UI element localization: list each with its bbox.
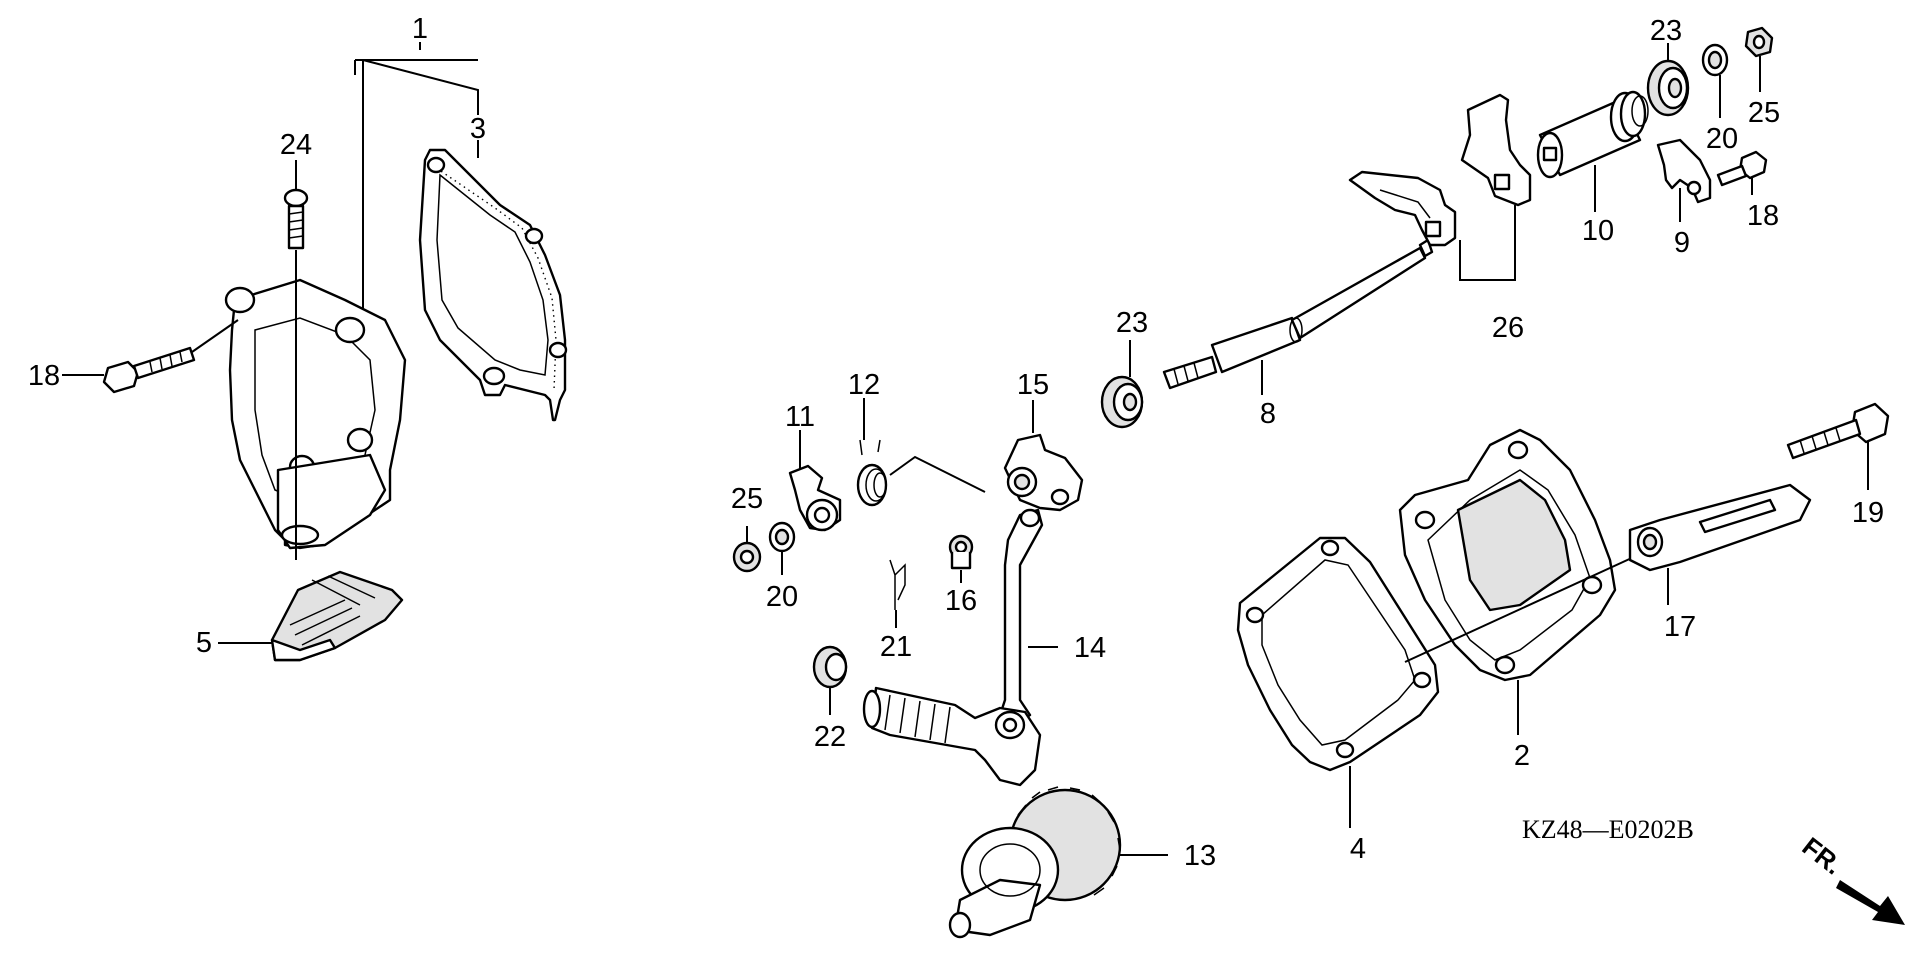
- callout-number: 13: [1184, 840, 1216, 872]
- callout-number: 4: [1350, 833, 1366, 865]
- kick-case-2: [1398, 428, 1617, 682]
- callout-leader: [354, 59, 478, 75]
- callout-number: 9: [1674, 227, 1690, 259]
- callout-number: 8: [1260, 398, 1276, 430]
- callout-number: 5: [196, 627, 212, 659]
- screw-24: [283, 188, 309, 250]
- callout-number: 17: [1664, 611, 1696, 643]
- callout-number: 20: [766, 581, 798, 613]
- callout-number: 18: [1747, 200, 1779, 232]
- callout-number: 23: [1116, 307, 1148, 339]
- spring-12: [856, 439, 888, 507]
- callout-number: 10: [1582, 215, 1614, 247]
- callout-number: 18: [28, 360, 60, 392]
- bolt-19: [1786, 402, 1890, 460]
- bolt-18-right: [1716, 150, 1768, 187]
- callout-number: 22: [814, 721, 846, 753]
- nut-25-center: [732, 541, 762, 573]
- bearing-23-middle: [1100, 375, 1144, 429]
- callout-number: 16: [945, 585, 977, 617]
- kick-arm-14: [998, 508, 1044, 727]
- rear-cover-part: [224, 278, 407, 550]
- callout-number: 20: [1706, 123, 1738, 155]
- stopper-arm-9: [1656, 138, 1712, 204]
- callout-leader: [1459, 205, 1516, 281]
- bearing-23-top: [1646, 59, 1690, 117]
- callout-number: 15: [1017, 369, 1049, 401]
- front-direction-label: FR.: [1797, 831, 1848, 880]
- callout-leader: [1404, 544, 1661, 663]
- kick-gear-13: [948, 786, 1122, 939]
- gasket-4: [1236, 536, 1440, 772]
- callout-number: 23: [1650, 15, 1682, 47]
- callout-number: 14: [1074, 632, 1106, 664]
- nut-25-top: [1744, 26, 1774, 58]
- flange-bolt-18-left: [102, 346, 196, 394]
- shift-forks-26: [1348, 93, 1532, 247]
- callout-number: 12: [848, 369, 880, 401]
- callout-number: 25: [731, 483, 763, 515]
- washer-20-center: [768, 521, 796, 553]
- callout-leader: [889, 455, 986, 493]
- callout-number: 2: [1514, 740, 1530, 772]
- callout-number: 24: [280, 129, 312, 161]
- callout-number: 25: [1748, 97, 1780, 129]
- callout-number: 19: [1852, 497, 1884, 529]
- shift-drum-10: [1536, 90, 1649, 179]
- clip-21: [889, 559, 906, 610]
- oil-seal-22: [812, 645, 848, 689]
- callout-number: 26: [1492, 312, 1524, 344]
- front-arrow-icon: [1836, 880, 1905, 925]
- callout-leader: [191, 319, 239, 353]
- link-plate-17: [1628, 483, 1812, 572]
- washer-20-top: [1701, 43, 1729, 77]
- kick-shaft-assembly: [862, 686, 1042, 787]
- gasket-3: [418, 148, 568, 422]
- drawing-code: KZ48—E0202B: [1522, 815, 1694, 844]
- pedal-rubber-5: [270, 570, 404, 662]
- ratchet-guide-11: [788, 464, 842, 532]
- callout-number: 3: [470, 113, 486, 145]
- callout-number: 11: [785, 401, 815, 433]
- callout-leader: [362, 42, 479, 310]
- collar-16: [948, 534, 974, 570]
- callout-number: 1: [412, 13, 428, 45]
- plate-15: [1003, 433, 1084, 512]
- callout-number: 21: [880, 631, 912, 663]
- shift-shaft-8: [1162, 238, 1434, 390]
